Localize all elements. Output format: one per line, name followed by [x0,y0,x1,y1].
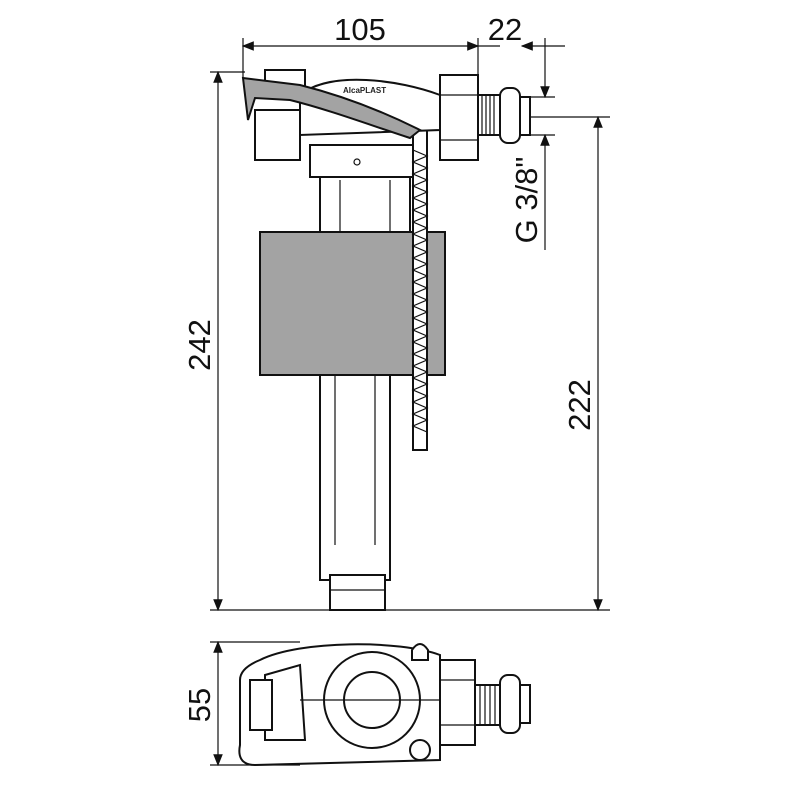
dim-222: 222 [562,379,597,431]
valve-top-view [238,643,531,767]
lever-arm [241,76,422,140]
valve-side-view: AlcaPLAST [241,69,531,611]
brand-logo: AlcaPLAST [343,86,386,95]
dim-thread: G 3/8" [509,157,544,244]
dim-22: 22 [488,12,522,47]
dim-55: 55 [182,688,217,722]
dim-242: 242 [182,319,217,371]
dim-105: 105 [334,12,386,47]
